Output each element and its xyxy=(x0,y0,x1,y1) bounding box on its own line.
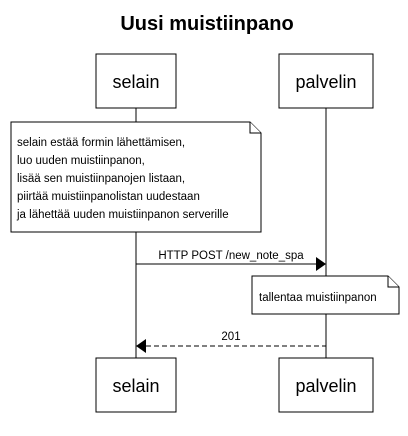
browser-note-line: ja lähettää uuden muistiinpanon serveril… xyxy=(16,209,229,221)
participant-browser-top-label: selain xyxy=(112,72,159,92)
server-note-text: tallentaa muistiinpanon xyxy=(259,292,377,304)
diagram-title: Uusi muistiinpano xyxy=(120,13,293,35)
browser-note-line: piirtää muistiinpanolistan uudestaan xyxy=(17,191,200,203)
participant-server-bottom: palvelin xyxy=(278,357,374,413)
arrowhead-right-icon xyxy=(316,257,326,271)
participant-server-bottom-label: palvelin xyxy=(295,376,356,396)
participant-browser-top: selain xyxy=(95,53,177,109)
message-request: HTTP POST /new_note_spa xyxy=(136,250,326,271)
message-response-label: 201 xyxy=(221,331,240,343)
browser-note: selain estää formin lähettämisen, luo uu… xyxy=(10,121,262,233)
browser-note-line: lisää sen muistiinpanojen listaan, xyxy=(17,173,185,185)
participant-browser-bottom-label: selain xyxy=(112,376,159,396)
server-note: tallentaa muistiinpanon xyxy=(251,275,400,315)
browser-note-line: selain estää formin lähettämisen, xyxy=(17,137,185,149)
arrowhead-left-icon xyxy=(136,339,146,353)
browser-note-line: luo uuden muistiinpanon, xyxy=(17,155,145,167)
participant-browser-bottom: selain xyxy=(95,357,177,413)
participant-server-top-label: palvelin xyxy=(295,72,356,92)
participant-server-top: palvelin xyxy=(278,53,374,109)
message-request-label: HTTP POST /new_note_spa xyxy=(158,250,304,262)
message-response: 201 xyxy=(136,331,326,353)
